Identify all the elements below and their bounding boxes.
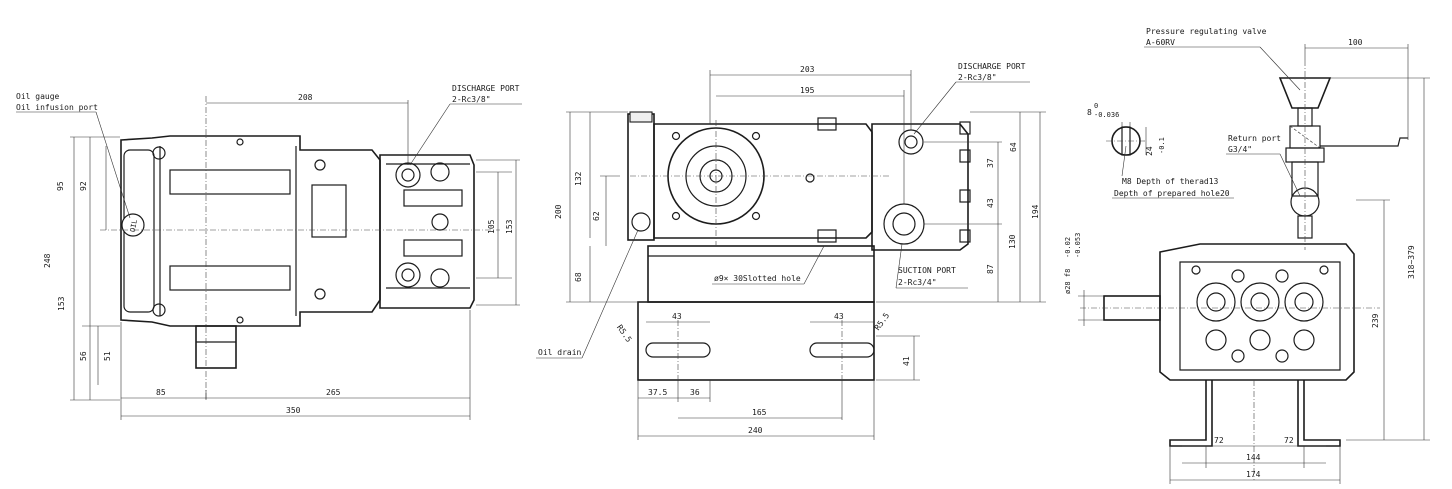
- dim-72-left: 72: [1214, 436, 1224, 445]
- label-discharge-size-front: 2-Rc3/8": [958, 73, 997, 82]
- dim-24: 24: [1145, 146, 1154, 156]
- dim-132: 132: [574, 171, 583, 186]
- front-view: 203 195 200 132 62 68 194 64 37 43 130 8…: [536, 62, 1046, 440]
- oil-mark: OIL: [129, 219, 139, 233]
- end-view: 8 0 -0.036 24 -0.1 M8 Depth of therad13 …: [1064, 27, 1430, 484]
- dim-87: 87: [986, 264, 995, 274]
- dim-240: 240: [748, 426, 763, 435]
- label-prv-model: A-60RV: [1146, 38, 1175, 47]
- dim-144: 144: [1246, 453, 1261, 462]
- dim-56: 56: [79, 351, 88, 361]
- dim-318-379: 318~379: [1407, 245, 1416, 279]
- dim-92: 92: [79, 181, 88, 191]
- dim-95: 95: [56, 181, 65, 191]
- dim-85: 85: [156, 388, 166, 397]
- label-oil-drain: Oil drain: [538, 348, 582, 357]
- dim-24-tol: -0.1: [1158, 137, 1166, 154]
- dim-200: 200: [554, 204, 563, 219]
- dim-68: 68: [574, 272, 583, 282]
- dim-165: 165: [752, 408, 767, 417]
- dim-41: 41: [902, 356, 911, 366]
- dim-37-5: 37.5: [648, 388, 667, 397]
- label-m8: M8 Depth of therad13: [1122, 177, 1219, 186]
- dim-194: 194: [1031, 204, 1040, 219]
- dim-153b: 153: [505, 219, 514, 234]
- key-tol: -0.036: [1094, 111, 1119, 119]
- dim-153a: 153: [57, 296, 66, 311]
- dim-203: 203: [800, 65, 815, 74]
- label-prv-title: Pressure regulating valve: [1146, 27, 1267, 36]
- label-discharge-port-front: DISCHARGE PORT: [958, 62, 1026, 71]
- dim-130: 130: [1008, 234, 1017, 249]
- label-discharge-size: 2-Rc3/8": [452, 95, 491, 104]
- key-tol-top: 0: [1094, 102, 1098, 110]
- dim-248: 248: [43, 253, 52, 268]
- dim-43a: 43: [672, 312, 682, 321]
- dim-43: 43: [986, 198, 995, 208]
- dim-239: 239: [1371, 313, 1380, 328]
- label-suction-port: SUCTION PORT: [898, 266, 956, 275]
- shaft-tol-b: -0.053: [1074, 233, 1082, 258]
- label-prepared: Depth of prepared hole20: [1114, 189, 1230, 198]
- label-discharge-port: DISCHARGE PORT: [452, 84, 520, 93]
- dim-195: 195: [800, 86, 815, 95]
- dim-350: 350: [286, 406, 301, 415]
- label-return-port: Return port: [1228, 134, 1281, 143]
- label-oil-gauge: Oil gauge: [16, 92, 60, 101]
- shaft-tol-a: -0.02: [1064, 237, 1072, 258]
- side-view: OIL 208 248 95 92 153 56: [16, 84, 522, 420]
- dim-100: 100: [1348, 38, 1363, 47]
- dim-51: 51: [103, 351, 112, 361]
- key-width: 8: [1087, 108, 1092, 117]
- label-slotted-hole: ø9× 30Slotted hole: [714, 274, 801, 283]
- dim-64: 64: [1009, 142, 1018, 152]
- dim-265: 265: [326, 388, 341, 397]
- dim-36: 36: [690, 388, 700, 397]
- label-oil-infusion: Oil infusion port: [16, 103, 98, 112]
- dim-37: 37: [986, 158, 995, 168]
- shaft-diameter: ø28 f8: [1064, 269, 1072, 294]
- dim-43b: 43: [834, 312, 844, 321]
- dim-72-right: 72: [1284, 436, 1294, 445]
- dim-208: 208: [298, 93, 313, 102]
- dim-62: 62: [592, 211, 601, 221]
- dim-174: 174: [1246, 470, 1261, 479]
- label-r55-right: R5.5: [873, 311, 892, 332]
- label-return-size: G3/4": [1228, 145, 1252, 154]
- dim-105: 105: [487, 219, 496, 234]
- label-r55-left: R5.5: [615, 323, 634, 344]
- label-suction-size: 2-Rc3/4": [898, 278, 937, 287]
